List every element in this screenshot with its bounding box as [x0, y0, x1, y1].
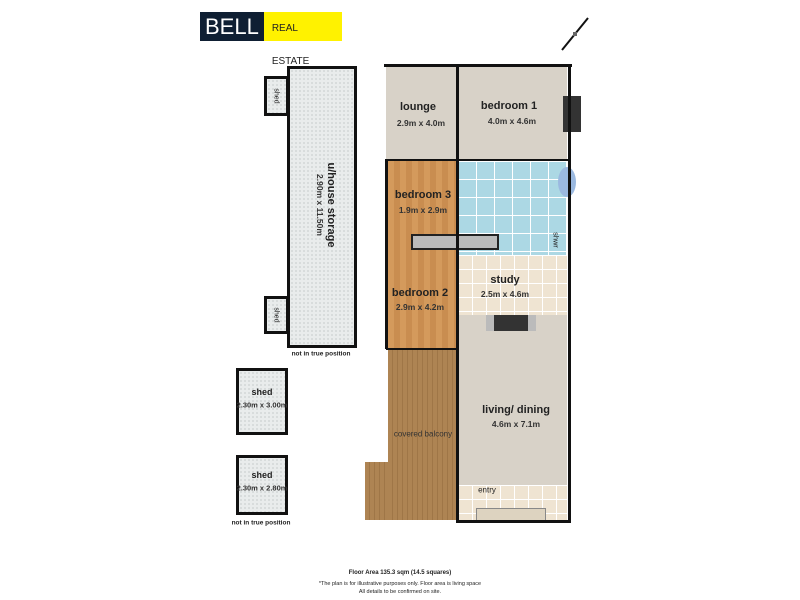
storage-size: 2.90m x 11.50m	[315, 174, 325, 236]
shed-1	[236, 368, 288, 435]
underhouse-storage	[287, 66, 357, 348]
storage-name: u/house storage	[325, 162, 337, 248]
disclaimer-line-2: All details to be confirmed on site.	[358, 589, 442, 595]
lounge-size: 2.9m x 4.0m	[396, 118, 446, 128]
wall	[385, 159, 388, 349]
bedroom-1-name: bedroom 1	[480, 100, 538, 112]
bedroom-3-size: 1.9m x 2.9m	[398, 205, 448, 215]
shed-2-name: shed	[251, 470, 273, 480]
study-room	[458, 255, 567, 315]
wall	[456, 64, 459, 522]
lounge-name: lounge	[399, 101, 437, 113]
logo-tagline: REAL ESTATE	[263, 12, 342, 67]
logo: BELL REAL ESTATE	[200, 12, 342, 67]
north-arrow-icon	[561, 17, 589, 51]
storage-position-note: not in true position	[291, 350, 351, 358]
wall	[386, 348, 458, 350]
bedroom-2-room	[388, 250, 458, 350]
living-dining-size: 4.6m x 7.1m	[491, 419, 541, 429]
storage-label: u/house storage 2.90m x 11.50m	[315, 163, 337, 248]
study-name: study	[490, 274, 520, 286]
shed-small-bottom-label: shed	[272, 307, 280, 323]
floor-area: Floor Area 135.3 sqm (14.5 squares)	[348, 570, 452, 576]
shed-small-bottom	[264, 296, 289, 334]
bathtub-icon	[558, 167, 576, 197]
fireplace-icon	[486, 315, 536, 331]
bedroom-2-name: bedroom 2	[391, 287, 449, 299]
wall	[384, 64, 572, 67]
wardrobe	[411, 234, 499, 250]
shed-small-top	[264, 76, 289, 116]
covered-balcony	[388, 350, 458, 520]
study-size: 2.5m x 4.6m	[480, 289, 530, 299]
shed-2	[236, 455, 288, 515]
bedroom-3-name: bedroom 3	[394, 189, 452, 201]
shed-2-size: 2.30m x 2.80m	[236, 483, 288, 493]
wall	[386, 159, 569, 161]
entry-name: entry	[478, 485, 496, 495]
wall	[456, 520, 571, 523]
wall	[568, 64, 571, 522]
shed-position-note: not in true position	[231, 519, 291, 527]
shed-1-size: 2.30m x 3.00m	[236, 400, 288, 410]
lounge-room	[386, 66, 458, 161]
shed-small-top-label: shed	[272, 88, 280, 104]
bedroom-2-size: 2.9m x 4.2m	[395, 302, 445, 312]
living-dining-name: living/ dining	[482, 404, 550, 416]
bedroom-1-room	[458, 66, 567, 161]
shed-1-name: shed	[251, 387, 273, 397]
disclaimer-line-1: *The plan is for illustrative purposes o…	[318, 581, 482, 587]
bedroom-1-size: 4.0m x 4.6m	[487, 116, 537, 126]
stairs	[365, 462, 388, 520]
balcony-name: covered balcony	[393, 429, 453, 439]
logo-brand: BELL	[200, 12, 264, 41]
living-dining-room	[458, 315, 567, 485]
fireplace-icon	[563, 96, 581, 132]
shower-name: shwr	[551, 232, 561, 248]
